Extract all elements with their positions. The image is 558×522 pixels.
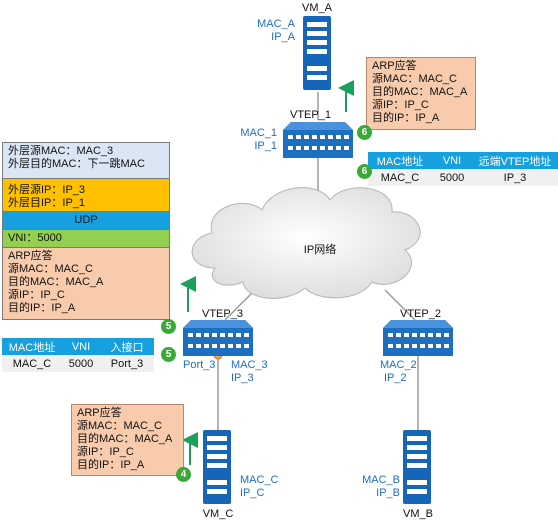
outer-mac-header: 外层源MAC：MAC_3 外层目的MAC：下一跳MAC [3,143,169,179]
arp-line: ARP应答 [372,60,417,72]
vm-a-ip: IP_A [271,31,295,43]
arp-line: ARP应答 [8,250,53,262]
switch-icon-vtep-3 [183,320,253,356]
server-icon-vm-b [403,430,431,506]
vtep-2-ip: IP_2 [384,372,407,384]
outer-dst-ip: 外层目IP：IP_1 [8,197,86,209]
step-badge-6-switch: 6 [357,125,372,140]
ip-network-label: IP网络 [303,244,337,256]
table-cell: 5000 [432,169,472,186]
table-row: MAC_C 5000 IP_3 [368,169,558,186]
outer-dst-mac: 外层目的MAC：下一跳MAC [8,158,145,170]
table-header-cell: 远端VTEP地址 [472,152,558,169]
udp-header: UDP [3,212,169,230]
vtep-3-mac: MAC_3 [231,359,268,371]
step-badge-4: 4 [176,467,191,482]
table-header-cell: VNI [432,152,472,169]
vxlan-header: VNI：5000 [3,230,169,248]
table-header-row: MAC地址 VNI 入接口 [2,338,154,355]
vtep-3-ip: IP_3 [231,372,254,384]
arp-line: 目的MAC：MAC_A [372,86,468,98]
arp-line: 源MAC：MAC_C [77,420,162,432]
link-cloud-vtep3 [224,289,256,321]
vtep-2-name: VTEP_2 [400,308,441,320]
arp-line: 目的MAC：MAC_A [77,433,173,445]
arp-line: ARP应答 [77,407,122,419]
table-row: MAC_C 5000 Port_3 [2,355,154,372]
vtep-3-name: VTEP_3 [202,308,243,320]
table-cell: MAC_C [368,169,432,186]
vtep-2-mac: MAC_2 [380,359,417,371]
vm-c-ip: IP_C [240,487,265,499]
table-header-cell: 入接口 [100,338,154,355]
outer-src-mac: 外层源MAC：MAC_3 [8,145,114,157]
ip-network-cloud [191,187,421,299]
table-header-cell: MAC地址 [2,338,62,355]
arp-line: 源MAC：MAC_C [8,263,93,275]
table-cell: Port_3 [100,355,154,372]
vm-b-ip: IP_B [376,487,400,499]
switch-icon-vtep-2 [383,320,453,356]
arp-reply-box-vmc: ARP应答 源MAC：MAC_C 目的MAC：MAC_A 源IP：IP_C 目的… [71,404,184,476]
outer-src-ip: 外层源IP：IP_3 [8,184,86,196]
arp-line: 源IP：IP_C [8,289,65,301]
vtep-1-name: VTEP_1 [290,109,331,121]
table-cell: IP_3 [472,169,558,186]
vtep-1-mac: MAC_1 [240,127,277,139]
vtep1-mac-table: MAC地址 VNI 远端VTEP地址 MAC_C 5000 IP_3 [368,152,558,186]
vxlan-packet-stack: 外层源MAC：MAC_3 外层目的MAC：下一跳MAC 外层源IP：IP_3 外… [2,142,170,320]
arp-line: 源MAC：MAC_C [372,73,457,85]
table-cell: 5000 [62,355,100,372]
inner-arp-payload: ARP应答 源MAC：MAC_C 目的MAC：MAC_A 源IP：IP_C 目的… [3,248,169,320]
vtep3-mac-table: MAC地址 VNI 入接口 MAC_C 5000 Port_3 [2,338,154,372]
server-icon-vm-a [303,16,331,92]
arp-line: 目的IP：IP_A [77,459,145,471]
table-header-row: MAC地址 VNI 远端VTEP地址 [368,152,558,169]
vtep-1-ip: IP_1 [254,140,277,152]
arp-line: 目的MAC：MAC_A [8,276,104,288]
step-badge-5-table: 5 [161,347,176,362]
step-badge-5-switch: 5 [161,319,176,334]
vm-a-name: VM_A [302,2,332,14]
arp-reply-box-vtep1: ARP应答 源MAC：MAC_C 目的MAC：MAC_A 源IP：IP_C 目的… [366,57,476,130]
links [217,92,419,430]
arp-line: 目的IP：IP_A [8,302,76,314]
table-cell: MAC_C [2,355,62,372]
arp-line: 目的IP：IP_A [372,112,440,124]
arp-line: 源IP：IP_C [77,446,134,458]
arp-line: 源IP：IP_C [372,99,429,111]
vm-b-name: VM_B [403,508,433,520]
vm-c-mac: MAC_C [240,474,279,486]
vm-a-mac: MAC_A [257,18,295,30]
link-cloud-vtep2 [384,289,416,321]
outer-ip-header: 外层源IP：IP_3 外层目IP：IP_1 [3,179,169,212]
vtep-3-port: Port_3 [183,359,216,371]
vm-b-mac: MAC_B [362,474,400,486]
vm-c-name: VM_C [202,508,234,520]
switch-icon-vtep-1 [283,122,353,158]
table-header-cell: MAC地址 [368,152,432,169]
step-badge-6-table: 6 [357,164,372,179]
table-header-cell: VNI [62,338,100,355]
server-icon-vm-c [203,430,231,506]
